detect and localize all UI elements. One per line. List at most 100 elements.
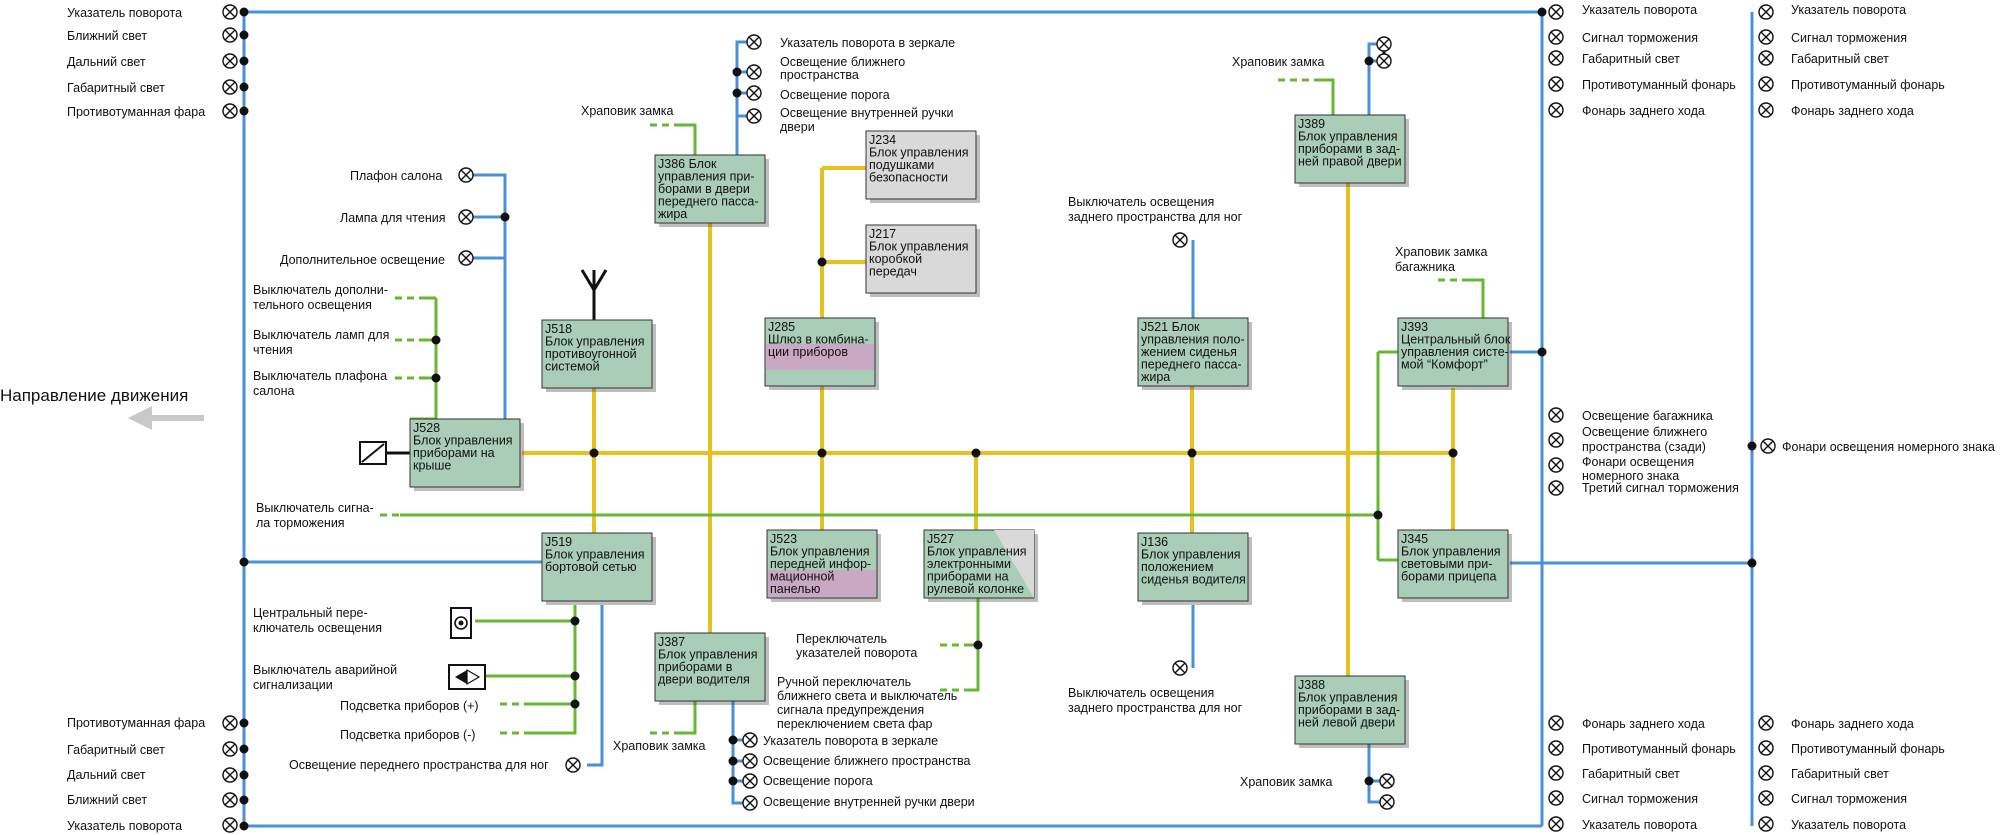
j519-input-label: сигнализации — [253, 678, 333, 692]
rc1-top-label: Указатель поворота — [1582, 3, 1697, 17]
j388-label-line: ней левой двери — [1298, 716, 1395, 730]
junction-dot — [728, 776, 738, 786]
j387-label-line: Блок управления — [658, 648, 758, 662]
j519-input-labels: Центральный пере- ключатель освещения Вы… — [253, 606, 549, 772]
rc1-mid-label: Фонари освещения — [1582, 455, 1694, 469]
lamp-icon — [1758, 50, 1774, 66]
j387-lamp-label: Освещение ближнего пространства — [763, 754, 971, 768]
junction-dot — [589, 448, 599, 458]
j387-label-line: двери водителя — [658, 673, 750, 687]
rc1-mid-label: Освещение ближнего — [1582, 425, 1707, 439]
rc2-bot-label: Фонарь заднего хода — [1791, 717, 1914, 731]
j528-label-line: крыше — [413, 459, 451, 473]
j518-label-line: J518 — [545, 322, 572, 336]
junction-dot — [239, 30, 249, 40]
junction-dot — [1747, 558, 1757, 568]
j389-label-line: приборами в зад- — [1298, 142, 1400, 156]
lamp-icon — [1548, 457, 1564, 473]
j386-label-line: переднего пасса- — [658, 195, 759, 209]
lamp-icon — [1548, 480, 1564, 496]
left-bottom-label: Габаритный свет — [67, 743, 165, 757]
lamp-icon — [1548, 790, 1564, 806]
rc2-bot-label: Габаритный свет — [1791, 767, 1889, 781]
j519-input-label: Выключатель аварийной — [253, 663, 397, 677]
j388-label-line: приборами в зад- — [1298, 703, 1400, 717]
j527-label-line: рулевой колонке — [927, 582, 1024, 596]
j521-label-line: переднего пасса- — [1141, 358, 1242, 372]
lock-latch-label: Храповик замка — [613, 739, 706, 753]
j386-lamp-label: Освещение внутренней ручки — [780, 106, 954, 120]
j519-input-label: Подсветка приборов (+) — [340, 699, 479, 713]
rc2-mid-label: Фонари освещения номерного знака — [1782, 440, 1995, 454]
j387-lamp-label: Освещение внутренней ручки двери — [763, 795, 975, 809]
j527-label-line: электронными — [927, 557, 1011, 571]
lamp-icon — [1172, 232, 1188, 248]
j527-label-line: приборами на — [927, 570, 1009, 584]
lamp-icon — [1758, 790, 1774, 806]
lamp-icon — [746, 85, 762, 101]
j389-label-line: ней правой двери — [1298, 155, 1402, 169]
roof-lamp-label: Дополнительное освещение — [280, 253, 445, 267]
rc2-top-label: Фонарь заднего хода — [1791, 104, 1914, 118]
roof-lamp-label: Плафон салона — [350, 169, 442, 183]
j386-label-line: жира — [658, 207, 687, 221]
footwell-switch-label: заднего пространства для ног — [1068, 210, 1243, 224]
roof-switch-label: чтения — [253, 343, 293, 357]
rc1-mid-label: номерного знака — [1582, 469, 1679, 483]
j519-input-label: Подсветка приборов (-) — [340, 728, 475, 742]
junction-dot — [1448, 448, 1458, 458]
j234-label-line: безопасности — [869, 171, 948, 185]
j527-input-label: Ручной переключатель — [777, 675, 911, 689]
j388-label-line: Блок управления — [1298, 691, 1398, 705]
j523-label-line: мационной — [770, 570, 834, 584]
junction-dot — [570, 699, 580, 709]
j136-label-line: Блок управления — [1141, 548, 1241, 562]
left-bottom-label: Ближний свет — [67, 793, 147, 807]
lamp-icon — [222, 79, 238, 95]
j523-label-line: панелью — [770, 582, 820, 596]
rc1-bot-label: Сигнал торможения — [1582, 792, 1698, 806]
lamp-icon — [742, 795, 758, 811]
lock-latch-label: Храповик замка — [1232, 55, 1325, 69]
lamp-icon — [458, 209, 474, 225]
j523-label-line: Блок управления — [770, 545, 870, 559]
lamp-icon — [1758, 715, 1774, 731]
junction-dot — [431, 335, 441, 345]
footwell-switch-label: Выключатель освещения — [1068, 686, 1214, 700]
left-top-label: Дальний свет — [67, 55, 146, 69]
j387-label-line: J387 — [658, 635, 685, 649]
rc1-top-label: Габаритный свет — [1582, 52, 1680, 66]
direction-arrow — [128, 406, 204, 430]
junction-dot — [1187, 448, 1197, 458]
trunk-latch-label: багажника — [1395, 260, 1455, 274]
lamp-icon — [1758, 29, 1774, 45]
lamp-icon — [1548, 407, 1564, 423]
rc1-mid-label: Третий сигнал торможения — [1582, 481, 1739, 495]
j136-label-line: J136 — [1141, 535, 1168, 549]
rc2-bot-label: Сигнал торможения — [1791, 792, 1907, 806]
j527-input-label: Переключатель — [796, 632, 887, 646]
lamp-icon — [1548, 740, 1564, 756]
lamp-icon — [222, 741, 238, 757]
j528-label-line: Блок управления — [413, 434, 513, 448]
left-bottom-label: Дальний свет — [67, 768, 146, 782]
junction-dot — [1747, 441, 1757, 451]
j393-label-line: мой “Комфорт” — [1401, 358, 1488, 372]
lamp-icon — [746, 108, 762, 124]
j519-input-label: ключатель освещения — [253, 621, 382, 635]
lamp-icon — [1379, 794, 1395, 810]
junction-dot — [239, 7, 249, 17]
roof-switch-label: салона — [253, 384, 294, 398]
j528-label-line: J528 — [413, 421, 440, 435]
j518-label-line: противоугонной — [545, 347, 637, 361]
junction-dot — [500, 212, 510, 222]
lamp-icon — [1758, 816, 1774, 832]
